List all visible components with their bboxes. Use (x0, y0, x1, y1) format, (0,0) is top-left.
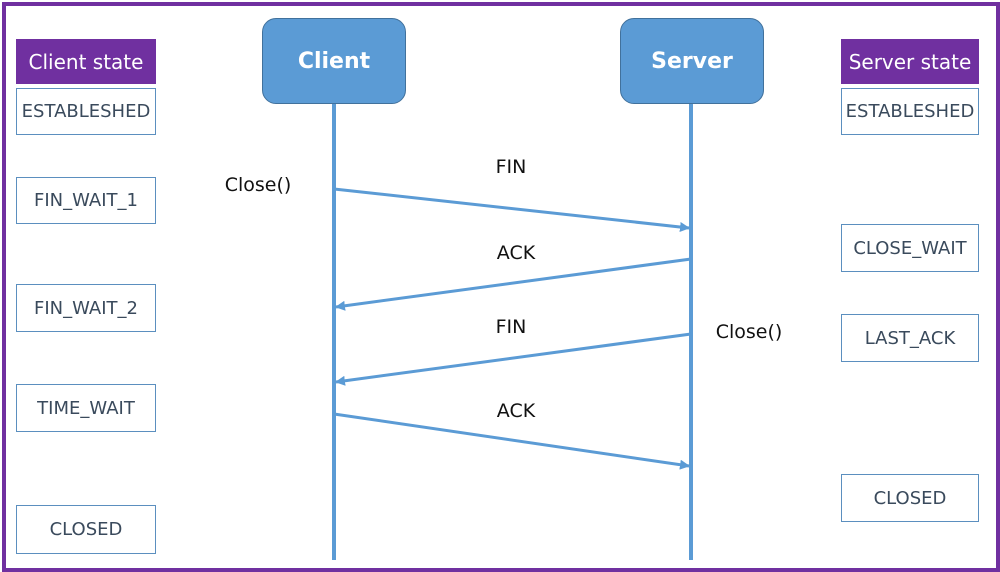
server-state-close-wait: CLOSE_WAIT (841, 224, 979, 272)
server-state-established: ESTABLESHED (841, 88, 979, 135)
client-state-established: ESTABLESHED (16, 88, 156, 135)
server-state-last-ack: LAST_ACK (841, 314, 979, 362)
message-label-ack-1: ACK (497, 242, 536, 264)
message-label-fin-1: FIN (496, 156, 527, 178)
message-arrow-ack-client-to-server (333, 412, 690, 470)
message-label-fin-2: FIN (496, 316, 527, 338)
message-arrow-fin-client-to-server (333, 187, 690, 232)
client-state-time-wait: TIME_WAIT (16, 384, 156, 432)
message-arrow-ack-server-to-client (335, 257, 692, 311)
client-state-closed: CLOSED (16, 505, 156, 554)
message-label-ack-2: ACK (497, 400, 536, 422)
message-arrow-fin-server-to-client (335, 332, 692, 386)
client-state-header: Client state (16, 39, 156, 84)
server-actor: Server (620, 18, 764, 104)
server-state-closed: CLOSED (841, 474, 979, 522)
server-state-header: Server state (841, 39, 979, 84)
client-actor: Client (262, 18, 406, 104)
client-state-fin-wait-2: FIN_WAIT_2 (16, 284, 156, 332)
client-close-call: Close() (225, 174, 292, 196)
server-close-call: Close() (716, 321, 783, 343)
client-state-fin-wait-1: FIN_WAIT_1 (16, 177, 156, 224)
